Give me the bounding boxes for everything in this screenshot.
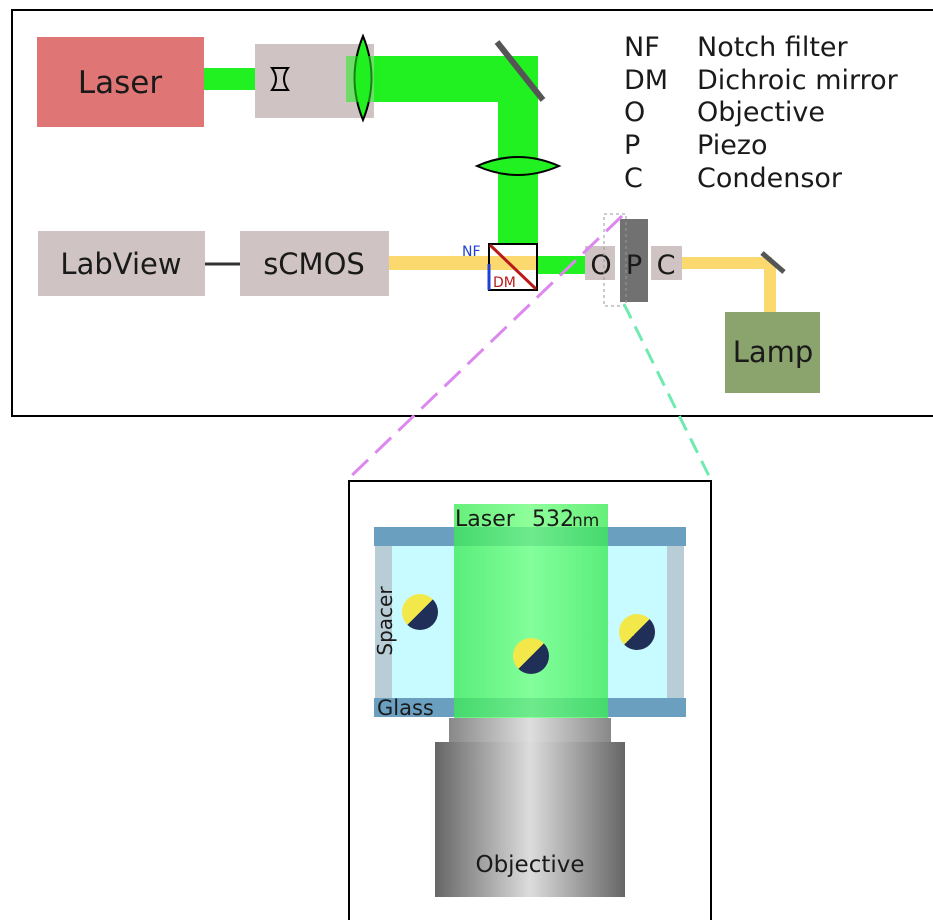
mirror-icon (494, 40, 546, 102)
concave-lens-icon (270, 67, 290, 91)
labview-box (38, 231, 205, 296)
legend: NF Notch filter DM Dichroic mirror O Obj… (624, 32, 899, 194)
spacer-left (375, 545, 392, 698)
beam-through-lens (346, 56, 380, 102)
spacer-label: Spacer (373, 586, 397, 656)
zoom-line-green (622, 303, 712, 479)
wavelength-unit: nm (572, 511, 599, 531)
inset-frame (348, 480, 712, 920)
labview-label: LabView (60, 247, 181, 281)
glass-label: Glass (377, 696, 434, 720)
setup-panel: Laser LabView sCMOS NF DM O P C (11, 9, 933, 417)
legend-meaning: Condensor (697, 163, 843, 194)
spacer-right (667, 545, 684, 698)
setup-panel-frame (11, 9, 933, 417)
objective-body (435, 742, 625, 897)
dichroic-mirror-line (488, 243, 538, 291)
scmos-box (240, 231, 389, 296)
laser-beam-inset (454, 504, 608, 718)
legend-meaning: Objective (697, 97, 825, 128)
bead-center (513, 638, 549, 674)
legend-meaning: Dichroic mirror (697, 65, 899, 96)
lamp-label: Lamp (733, 335, 814, 369)
legend-abbr: C (624, 163, 643, 194)
lamp-box (725, 312, 820, 393)
scmos-label: sCMOS (263, 247, 365, 281)
piezo-tag: P (626, 250, 642, 281)
tube-lens-icon (474, 156, 562, 176)
legend-abbr: DM (624, 65, 668, 96)
legend-abbr: O (624, 97, 645, 128)
lamp-beam-vertical (764, 262, 776, 314)
legend-meaning: Notch filter (697, 32, 849, 63)
objective-tag: O (590, 250, 611, 281)
legend-abbr: P (624, 130, 640, 161)
laser-inset-label: Laser (455, 507, 516, 532)
piezo-stage (620, 219, 648, 302)
objective-label: Objective (475, 852, 584, 878)
wavelength-value: 532 (532, 507, 574, 532)
sample-inset: Objective Laser 532 nm Glass Spacer (348, 480, 712, 920)
condensor-box (651, 246, 682, 280)
bead-right (619, 614, 655, 650)
lamp-mirror-icon (760, 251, 786, 274)
legend-abbr: NF (624, 32, 660, 63)
laser-box (37, 37, 204, 127)
zoom-target-box (603, 213, 627, 307)
lamp-beam-camera (389, 256, 575, 270)
legend-meaning: Piezo (697, 130, 768, 161)
dm-tag: DM (493, 275, 516, 291)
condensor-tag: C (657, 250, 676, 281)
objective-box (585, 246, 615, 280)
nf-tag: NF (462, 244, 481, 260)
objective-top (449, 718, 611, 743)
laser-label: Laser (78, 65, 162, 101)
bead-left (402, 594, 438, 630)
